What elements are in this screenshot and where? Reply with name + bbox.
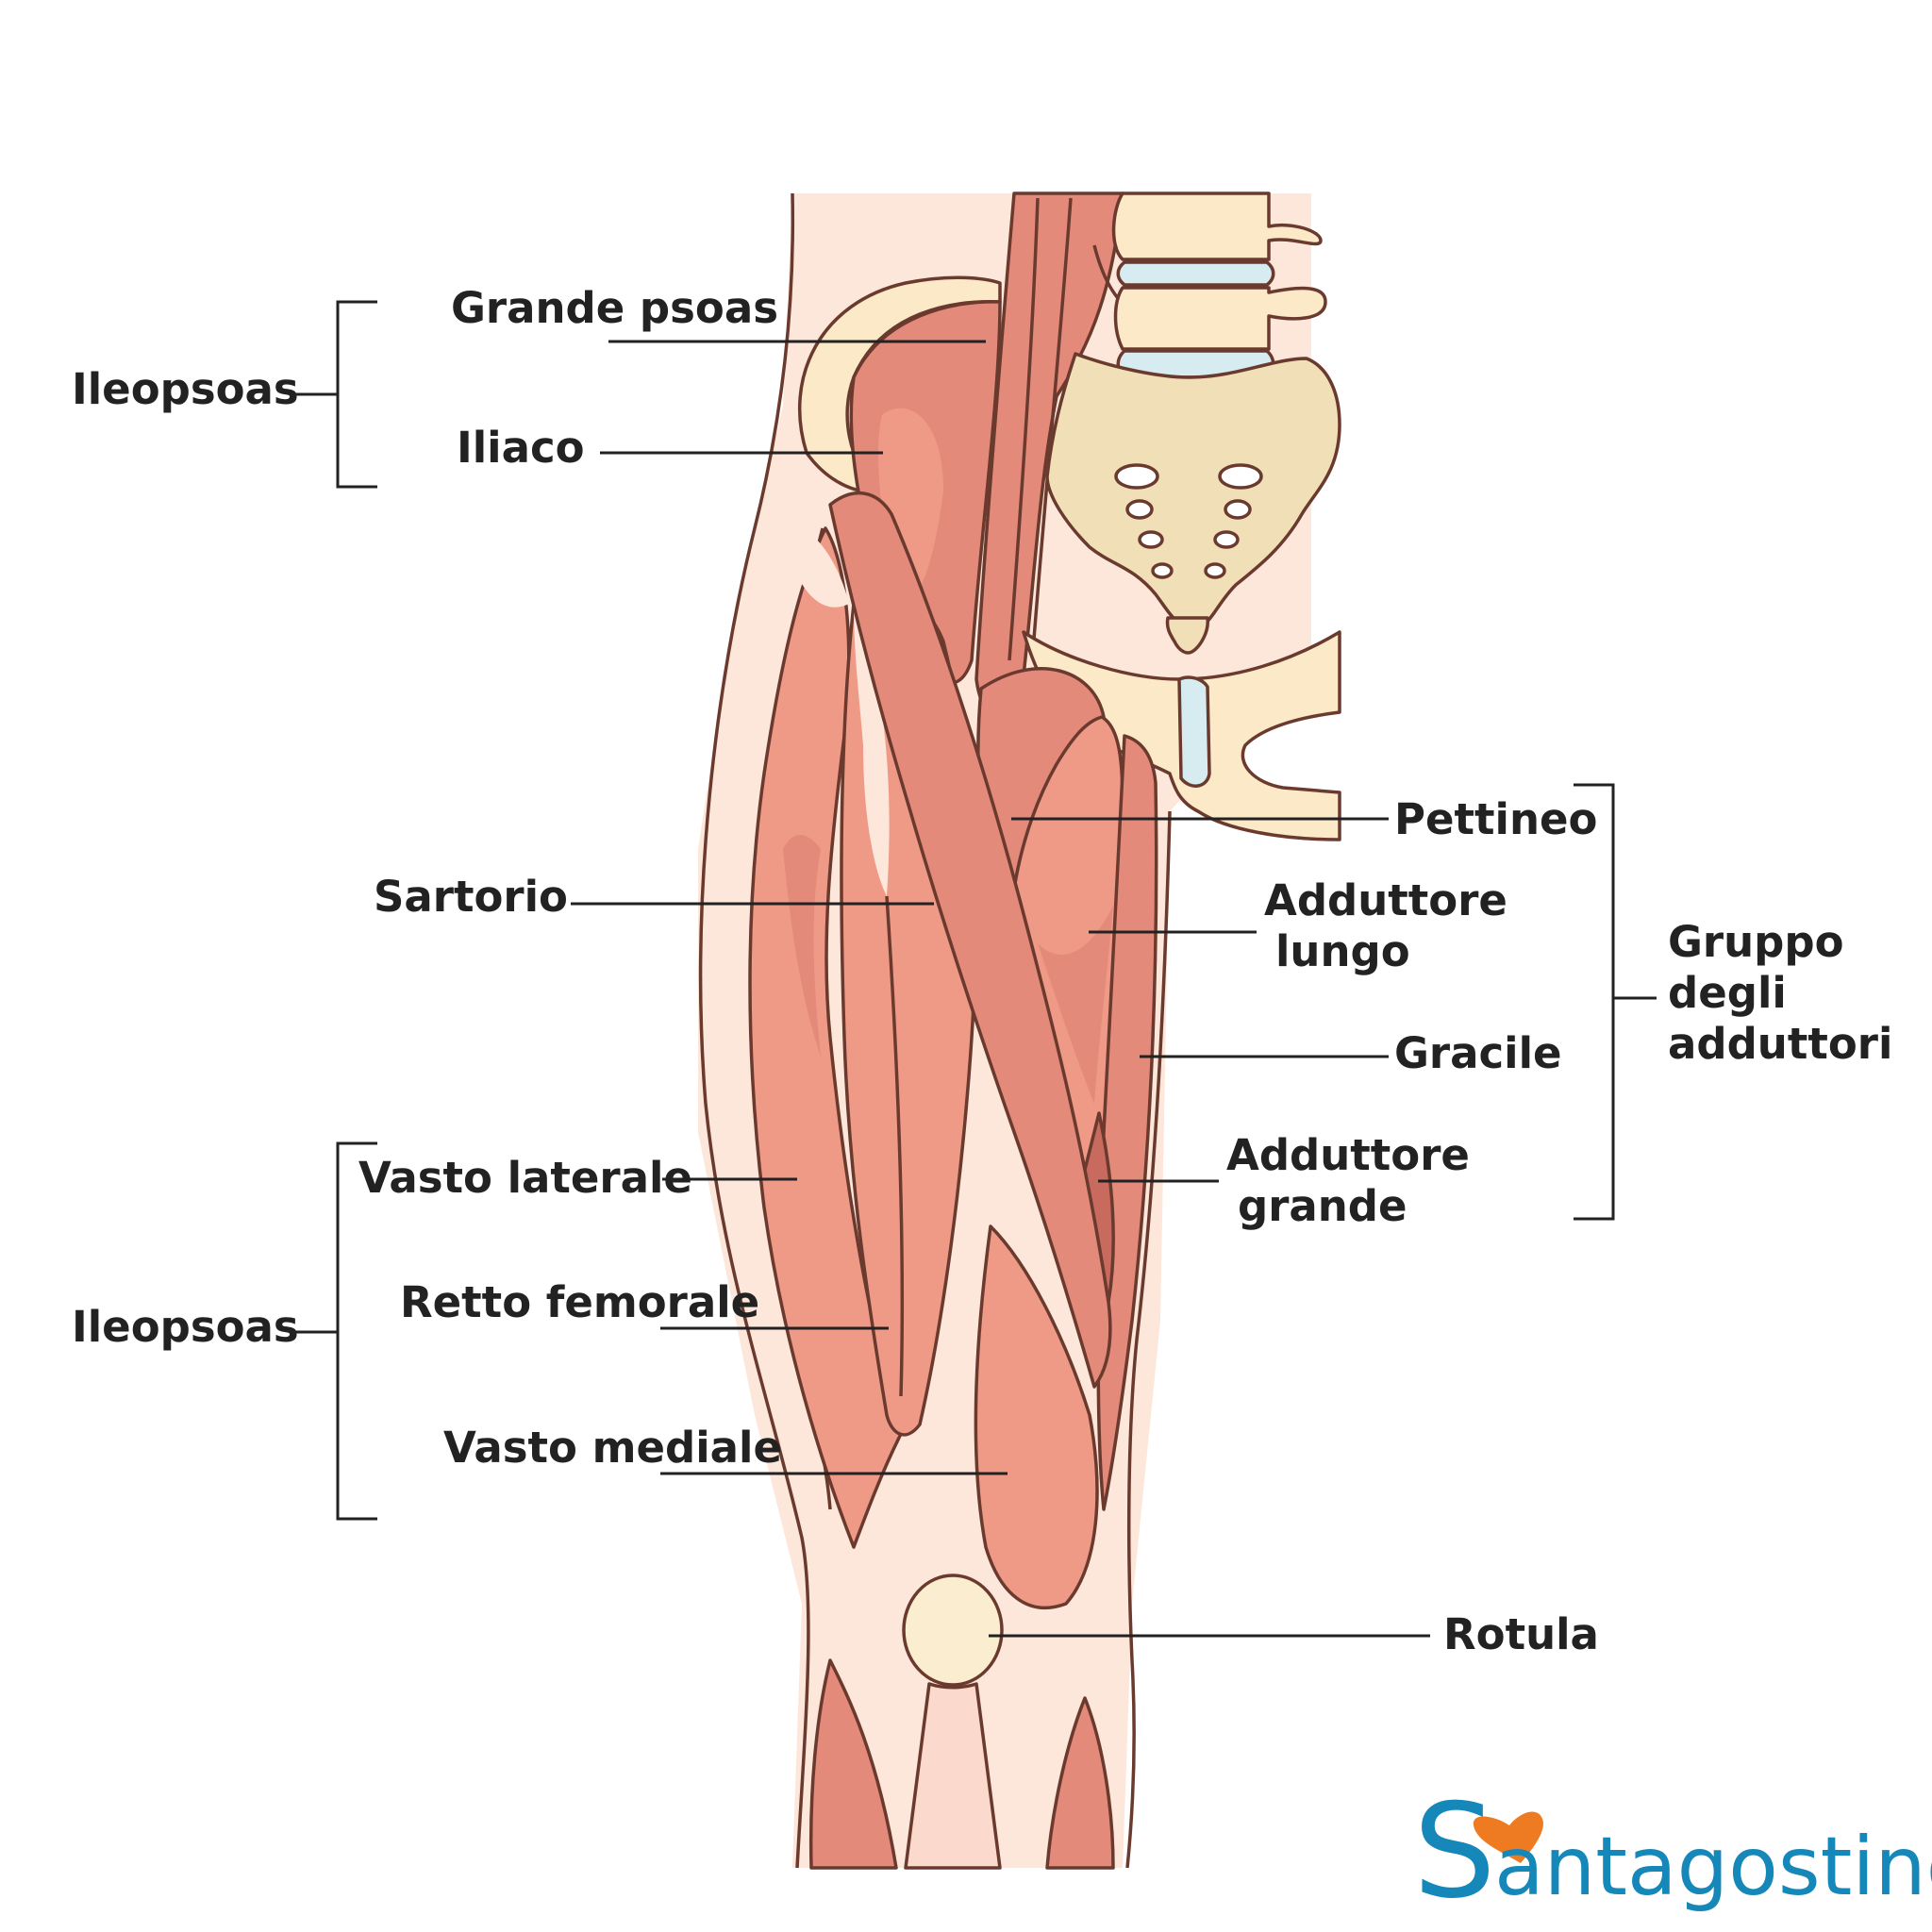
label-ileopsoas-top: Ileopsoas: [72, 364, 299, 414]
sartorius-muscle: [828, 491, 1112, 1389]
adductor-longus-shade: [1038, 906, 1113, 1104]
label-retto-femorale: Retto femorale: [400, 1277, 759, 1327]
vertebra-middle: [1113, 286, 1327, 351]
label-sartorio: Sartorio: [374, 872, 568, 922]
sacral-foramen-8: [1204, 562, 1226, 579]
patellar-ligament: [904, 1682, 1002, 1870]
label-gruppo-1: Gruppo: [1668, 917, 1844, 967]
label-iliaco: Iliaco: [457, 423, 585, 473]
label-adduttore-lungo-2: lungo: [1275, 926, 1410, 976]
pubic-symphysis: [1177, 675, 1211, 788]
sacral-foramen-4: [1224, 499, 1252, 520]
bracket-ileopsoas-bottom: [294, 1141, 377, 1521]
sacral-foramen-2: [1218, 463, 1263, 490]
vastus-lateralis-muscle: [748, 526, 903, 1549]
label-rotula: Rotula: [1443, 1609, 1599, 1659]
psoas-fiber-1: [1008, 197, 1040, 661]
logo-s: S: [1413, 1775, 1496, 1927]
vertebra-top: [1111, 192, 1323, 261]
bracket-ileopsoas-top: [294, 300, 377, 489]
rectus-femoris-fiber: [885, 895, 905, 1397]
anatomy-illustration: [698, 192, 1341, 1870]
lower-leg-medial: [1045, 1696, 1115, 1870]
rectus-femoris-tendon: [854, 604, 890, 896]
label-ileopsoas-bottom: Ileopsoas: [72, 1302, 299, 1352]
medial-contour: [1125, 810, 1172, 1869]
vastus-lateralis-shade: [783, 835, 821, 1057]
lower-leg-lateral: [808, 1658, 898, 1870]
lateral-contour: [698, 192, 810, 1869]
gracilis-muscle: [1096, 734, 1158, 1511]
label-vasto-laterale: Vasto laterale: [358, 1153, 692, 1203]
logo-text: antagostino: [1494, 1820, 1932, 1914]
label-gracile: Gracile: [1394, 1028, 1562, 1078]
label-adduttore-grande-2: grande: [1238, 1181, 1407, 1231]
psoas-fiber-2: [1031, 197, 1073, 652]
coccyx: [1165, 616, 1209, 655]
label-grande-psoas: Grande psoas: [451, 283, 778, 333]
label-adduttore-grande-1: Adduttore: [1226, 1130, 1470, 1180]
patella: [902, 1574, 1004, 1687]
vastus-medialis-muscle: [974, 1224, 1099, 1609]
label-gruppo-2: degli: [1668, 968, 1787, 1018]
label-gruppo-3: adduttori: [1668, 1019, 1892, 1069]
logo-heart-icon: [1473, 1811, 1543, 1863]
sacral-foramen-3: [1125, 499, 1154, 520]
sacral-foramen-1: [1114, 463, 1159, 490]
sacrum: [1045, 352, 1341, 655]
lateral-band-highlight: [797, 528, 849, 608]
santagostino-logo: S antagostino: [1413, 1775, 1932, 1927]
disc-1: [1116, 260, 1275, 287]
label-adduttore-lungo-1: Adduttore: [1264, 875, 1507, 925]
leader-lines: [571, 340, 1430, 1638]
sacral-foramen-7: [1151, 562, 1174, 579]
sacral-foramen-6: [1213, 530, 1240, 549]
sacral-foramen-5: [1138, 530, 1164, 549]
labels: Grande psoas Iliaco Ileopsoas Sartorio V…: [72, 283, 1892, 1659]
bracket-adductor-group: [1574, 783, 1657, 1221]
sacrum-bone: [1045, 352, 1341, 630]
label-pettineo: Pettineo: [1394, 794, 1597, 844]
label-vasto-mediale: Vasto mediale: [443, 1423, 782, 1473]
